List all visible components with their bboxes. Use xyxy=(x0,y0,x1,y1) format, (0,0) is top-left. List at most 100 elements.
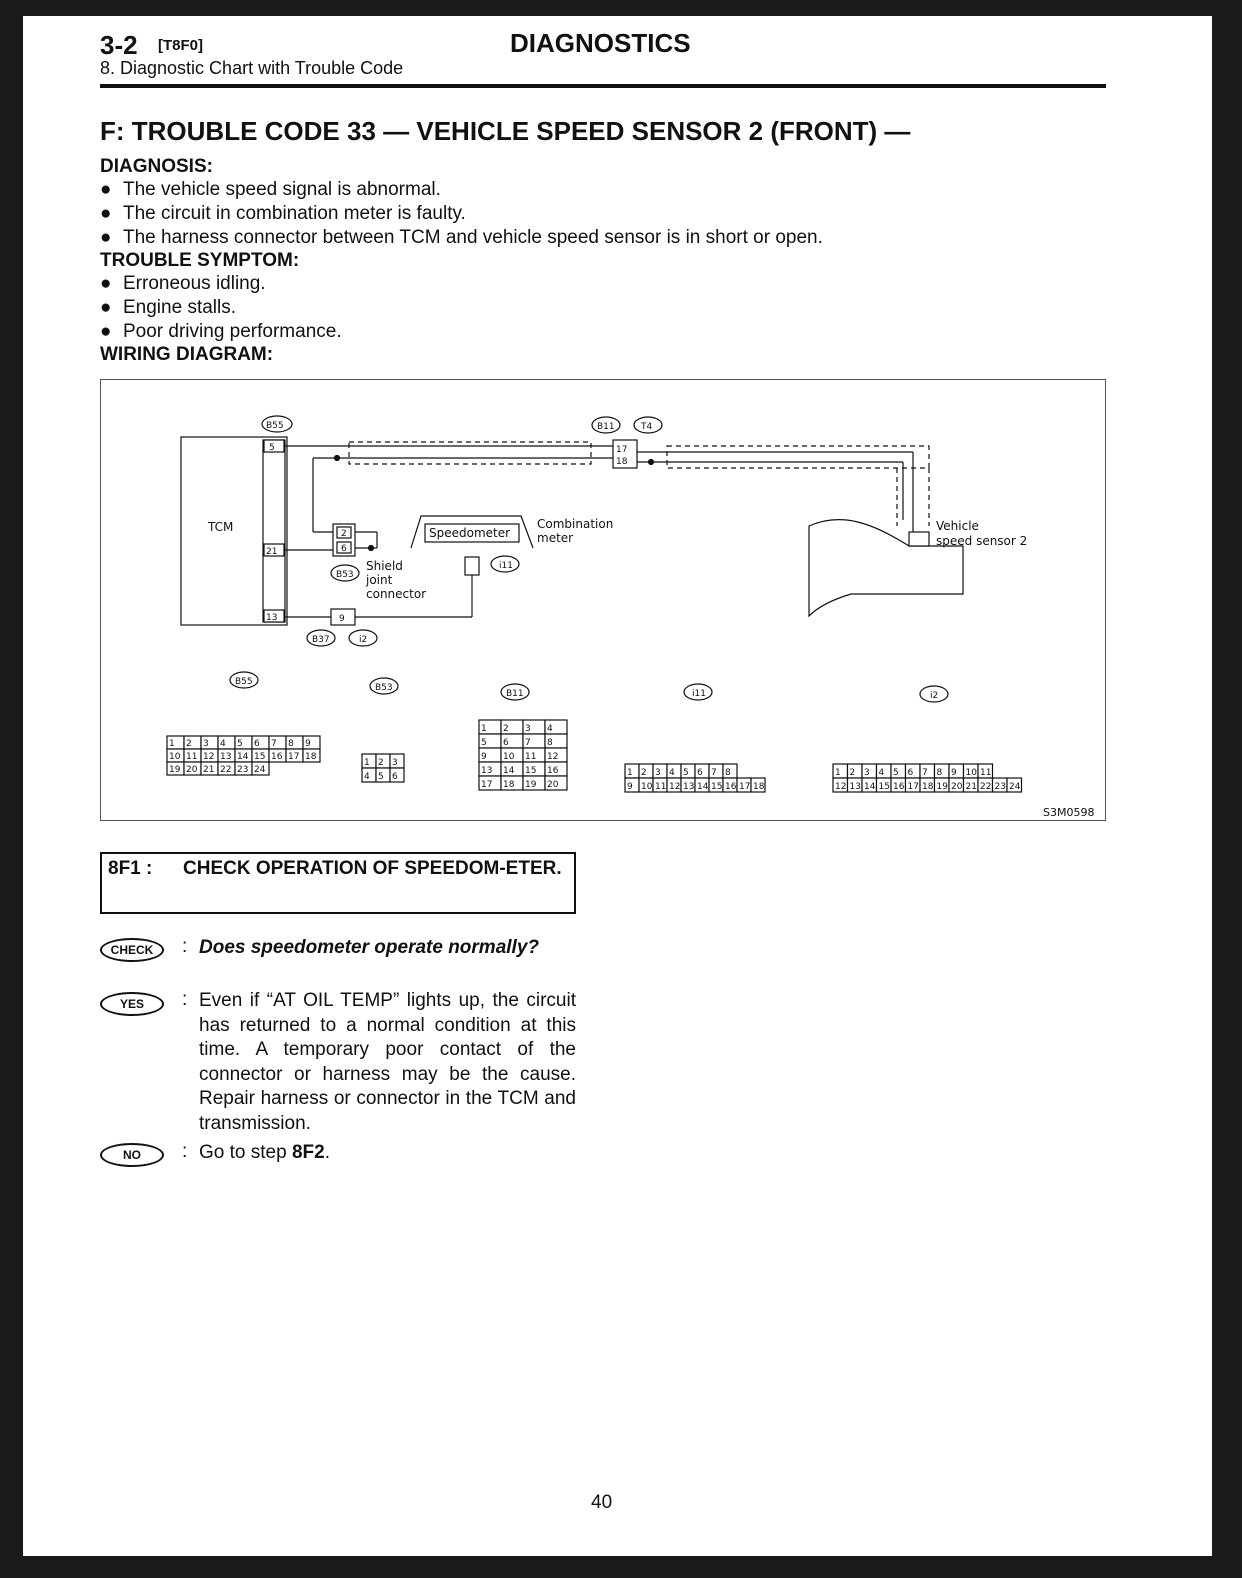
connector-pin-label: 10 xyxy=(641,782,653,792)
no-answer: Go to step 8F2. xyxy=(199,1142,330,1163)
connector-pin-label: 14 xyxy=(237,752,249,762)
connector-pin-label: 9 xyxy=(481,752,487,762)
connector-pin-label: 14 xyxy=(697,782,709,792)
connector-pin-label: 16 xyxy=(547,766,559,776)
connector-pin-label: 6 xyxy=(503,738,509,748)
svg-text:2: 2 xyxy=(341,529,347,539)
svg-text:i2: i2 xyxy=(359,635,367,645)
svg-text:B37: B37 xyxy=(312,635,330,645)
svg-text:Shield: Shield xyxy=(366,559,403,573)
connector-pin-label: 6 xyxy=(908,768,914,778)
connector-pin-label: 2 xyxy=(378,758,384,768)
svg-text:17: 17 xyxy=(616,445,627,455)
connector-pin-label: 10 xyxy=(503,752,515,762)
connector-pin-label: 9 xyxy=(305,739,311,749)
wiring-diagram: TCM 5 21 13 B55 B11 T4 17 18 xyxy=(100,379,1106,821)
connector-pin-label: 11 xyxy=(655,782,666,792)
diagnosis-heading: DIAGNOSIS: xyxy=(100,156,213,177)
connector-pin-label: 16 xyxy=(893,782,905,792)
next-step-link[interactable]: 8F2 xyxy=(291,1142,325,1163)
step-number: 8F1 : xyxy=(108,858,153,879)
connector-pin-label: 7 xyxy=(922,768,928,778)
connector-pin-label: 6 xyxy=(392,772,398,782)
connector-pin-label: 24 xyxy=(1009,782,1021,792)
connector-pin-label: 7 xyxy=(711,768,717,778)
step-title: CHECK OPERATION OF SPEEDOM-ETER. xyxy=(183,858,562,879)
symptom-item: ●Poor driving performance. xyxy=(100,321,342,342)
connector-pin-label: 17 xyxy=(288,752,299,762)
svg-text:B53: B53 xyxy=(375,683,393,693)
page-number: 40 xyxy=(591,1492,613,1513)
connector-pin-label: 10 xyxy=(169,752,181,762)
connector-pin-label: 5 xyxy=(481,738,487,748)
section-code: [T8F0] xyxy=(158,37,203,54)
connector-pin-label: 15 xyxy=(711,782,722,792)
connector-pin-label: 17 xyxy=(481,780,492,790)
connector-pin xyxy=(251,761,270,776)
connector-pin-label: 3 xyxy=(392,758,398,768)
connector-pin-label: 1 xyxy=(627,768,633,778)
connector-pin-label: 13 xyxy=(683,782,694,792)
connector-pin-label: 1 xyxy=(364,758,370,768)
connector-pin-label: 21 xyxy=(966,782,977,792)
connector-pin xyxy=(302,748,321,763)
connector-pin-label: 15 xyxy=(254,752,265,762)
connector-pin-label: 6 xyxy=(254,739,260,749)
page-title: F: TROUBLE CODE 33 — VEHICLE SPEED SENSO… xyxy=(100,116,911,146)
svg-text:Vehicle: Vehicle xyxy=(936,519,979,533)
connector-pin-label: 2 xyxy=(503,724,509,734)
diagnosis-item: ●The circuit in combination meter is fau… xyxy=(100,203,466,224)
connector-pin-label: 8 xyxy=(547,738,553,748)
svg-text:T4: T4 xyxy=(640,422,652,432)
svg-text:i2: i2 xyxy=(930,691,938,701)
connector-pin-label: 15 xyxy=(525,766,536,776)
connector-pin-label: 13 xyxy=(220,752,231,762)
svg-text:speed sensor 2: speed sensor 2 xyxy=(936,534,1027,548)
connector-pin-label: 13 xyxy=(481,766,492,776)
tcm-box xyxy=(180,436,288,626)
diagnosis-item: ●The vehicle speed signal is abnormal. xyxy=(100,179,441,200)
connector-pin-label: 22 xyxy=(220,765,231,775)
svg-text:5: 5 xyxy=(269,443,275,453)
connector-pin-label: 2 xyxy=(850,768,856,778)
connector-pin-label: 3 xyxy=(203,739,209,749)
connector-pin-label: 19 xyxy=(525,780,537,790)
connector-pin-label: 8 xyxy=(288,739,294,749)
connector-pin-label: 16 xyxy=(271,752,283,762)
check-badge: CHECK xyxy=(100,938,164,962)
connector-pin-label: 4 xyxy=(220,739,226,749)
connector-pin-label: 9 xyxy=(951,768,957,778)
connector-pin-label: 12 xyxy=(547,752,558,762)
tcm-connector xyxy=(262,439,286,623)
connector-pin-label: 4 xyxy=(669,768,675,778)
vehicle-speed-sensor xyxy=(908,531,930,547)
connector-pin-label: 2 xyxy=(641,768,647,778)
connector-pin-label: 12 xyxy=(203,752,214,762)
figure-id: S3M0598 xyxy=(1043,806,1094,819)
check-question: Does speedometer operate normally? xyxy=(199,937,539,958)
connector-pin-label: 18 xyxy=(503,780,515,790)
svg-text:i11: i11 xyxy=(692,689,706,699)
connector-pin-label: 11 xyxy=(980,768,991,778)
connector-pin-label: 2 xyxy=(186,739,192,749)
connector-pin-label: 23 xyxy=(237,765,248,775)
connector-b11-t4 xyxy=(612,439,638,469)
svg-text:connector: connector xyxy=(366,587,426,601)
svg-text:21: 21 xyxy=(266,547,277,557)
connector-pin xyxy=(389,767,405,783)
manual-page: 3-2 [T8F0] DIAGNOSTICS 8. Diagnostic Cha… xyxy=(23,16,1212,1556)
shield-joint-connector xyxy=(332,523,356,557)
connector-pin xyxy=(750,777,766,793)
connector-pin-label: 11 xyxy=(186,752,197,762)
svg-text:6: 6 xyxy=(341,544,347,554)
connector-pin-label: 23 xyxy=(995,782,1006,792)
svg-text:joint: joint xyxy=(365,573,393,587)
connector-pin-label: 17 xyxy=(739,782,750,792)
connector-pin-label: 4 xyxy=(364,772,370,782)
symptom-heading: TROUBLE SYMPTOM: xyxy=(100,250,300,271)
connector-pin-label: 17 xyxy=(908,782,919,792)
connector-pin-label: 3 xyxy=(655,768,661,778)
connector-pin xyxy=(544,775,568,791)
connector-pin-label: 20 xyxy=(186,765,198,775)
header-rule xyxy=(100,84,1106,88)
